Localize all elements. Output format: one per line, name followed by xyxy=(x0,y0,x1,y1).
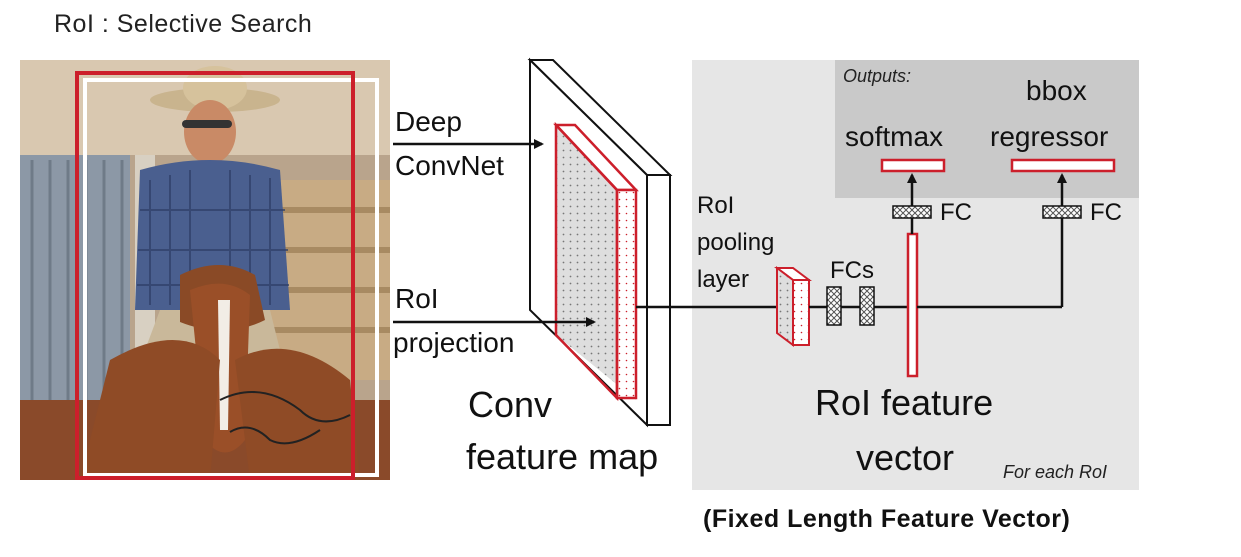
conv-label: Conv xyxy=(468,384,553,425)
fcs-label: FCs xyxy=(830,257,874,284)
roi-proj-label-1: RoI xyxy=(395,283,439,314)
fc-layer-1 xyxy=(826,286,842,326)
roi-feature-label: RoI feature xyxy=(815,382,994,423)
deep-label: Deep xyxy=(395,106,462,137)
roi-feature-vector-bar xyxy=(906,232,919,378)
outputs-label: Outputs: xyxy=(843,66,912,86)
bbox-output-bar xyxy=(1010,158,1116,173)
softmax-output-bar xyxy=(880,158,946,173)
vector-label: vector xyxy=(856,437,955,478)
roi-pooling-block xyxy=(774,266,812,347)
input-image xyxy=(20,60,390,480)
diagram-title: RoI : Selective Search xyxy=(54,10,313,38)
roi-pooling-label-3: layer xyxy=(697,266,750,293)
rider-photo-illustration xyxy=(20,60,390,480)
fc-layer-2 xyxy=(859,286,875,326)
roi-pooling-label-1: RoI xyxy=(697,192,735,219)
fc-right-label: FC xyxy=(1090,199,1122,226)
conv-feature-map-slab xyxy=(527,57,673,428)
feature-map-label: feature map xyxy=(466,436,659,477)
outputs-panel xyxy=(835,60,1139,198)
for-each-roi-label: For each RoI xyxy=(1003,462,1108,482)
roi-pooling-label-2: pooling xyxy=(697,229,775,256)
softmax-label: softmax xyxy=(845,121,944,152)
regressor-label: regressor xyxy=(990,121,1109,152)
convnet-label: ConvNet xyxy=(395,150,504,181)
roi-proj-label-2: projection xyxy=(393,327,515,358)
caption: (Fixed Length Feature Vector) xyxy=(703,505,1071,533)
softmax-fc-layer xyxy=(892,205,932,219)
bbox-label: bbox xyxy=(1026,75,1087,106)
fc-left-label: FC xyxy=(940,199,972,226)
roi-box xyxy=(75,71,355,480)
bbox-fc-layer xyxy=(1042,205,1082,219)
